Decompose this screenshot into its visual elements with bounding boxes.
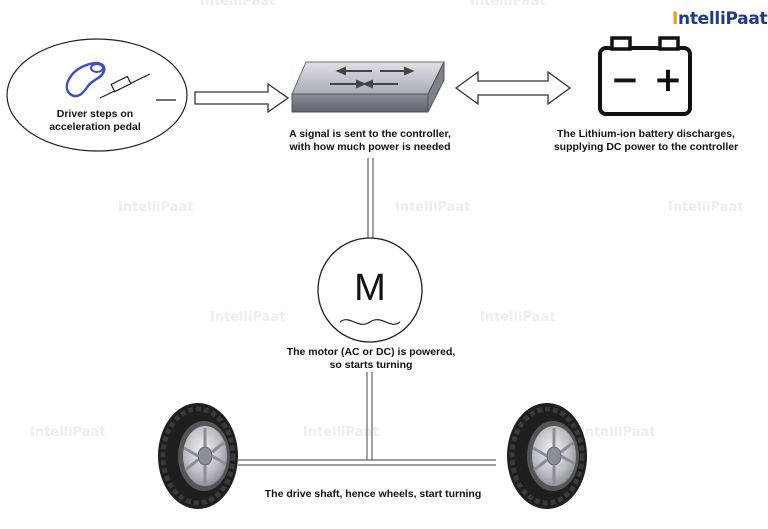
wire-controller-to-motor bbox=[367, 158, 374, 238]
controller-label-line1: A signal is sent to the controller, bbox=[289, 128, 451, 140]
pedal-ellipse bbox=[6, 38, 188, 152]
logo-text: ntelliPaat bbox=[678, 9, 768, 29]
drive-shaft-axle bbox=[238, 459, 496, 466]
motor-symbol: M bbox=[354, 267, 386, 309]
pedal-node bbox=[6, 38, 188, 152]
drive-shaft-vertical bbox=[366, 372, 373, 460]
pedal-label-line1: Driver steps on bbox=[56, 108, 134, 120]
controller-box-icon bbox=[291, 61, 445, 113]
wheels-label: The drive shaft, hence wheels, start tur… bbox=[264, 488, 482, 500]
motor-label: The motor (AC or DC) is powered, so star… bbox=[258, 346, 484, 372]
logo-initial: I bbox=[672, 9, 679, 29]
battery-label-line1: The Lithium-ion battery discharges, bbox=[557, 128, 735, 140]
battery-icon bbox=[598, 36, 692, 116]
motor-label-line2: so starts turning bbox=[329, 359, 413, 371]
pedal-label-line2: acceleration pedal bbox=[49, 121, 141, 133]
intellipaat-logo: IntelliPaat bbox=[672, 9, 768, 29]
battery-label: The Lithium-ion battery discharges, supp… bbox=[532, 128, 760, 154]
battery-minus-sign: − bbox=[610, 60, 640, 100]
footprint-pedal-icon bbox=[65, 61, 176, 101]
motor-icon bbox=[317, 237, 423, 343]
battery-label-line2: supplying DC power to the controller bbox=[553, 141, 739, 153]
tire-icon-left bbox=[158, 403, 238, 509]
pedal-label: Driver steps on acceleration pedal bbox=[30, 108, 160, 134]
battery-plus-sign: + bbox=[653, 60, 683, 100]
tire-icon-right bbox=[507, 403, 587, 509]
arrow-controller-battery bbox=[454, 70, 572, 106]
controller-label-line2: with how much power is needed bbox=[289, 141, 451, 153]
controller-label: A signal is sent to the controller, with… bbox=[258, 128, 482, 154]
arrow-pedal-to-controller bbox=[194, 82, 290, 114]
motor-label-line1: The motor (AC or DC) is powered, bbox=[286, 346, 456, 358]
